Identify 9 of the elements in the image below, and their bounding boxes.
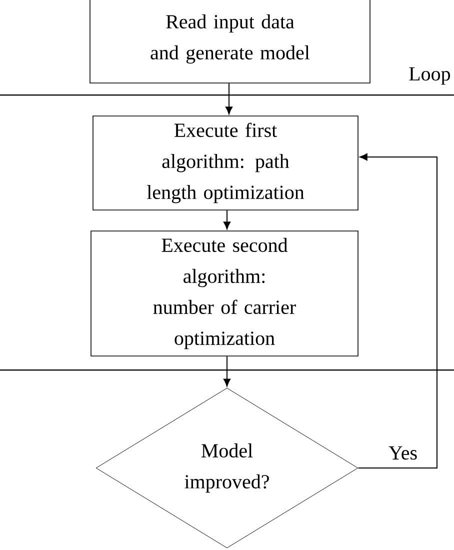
section-label: Loop	[409, 67, 450, 85]
process-box: Execute second algorithm: number of carrier optimization	[90, 230, 358, 356]
process-box: Read input data and generate model	[90, 0, 370, 84]
arrow	[223, 356, 231, 386]
process-box: Execute first algorithm: path length optimization	[92, 116, 358, 210]
arrow	[358, 153, 438, 468]
arrow	[225, 82, 233, 114]
edge-label: Yes	[388, 446, 417, 460]
arrow	[223, 210, 231, 230]
